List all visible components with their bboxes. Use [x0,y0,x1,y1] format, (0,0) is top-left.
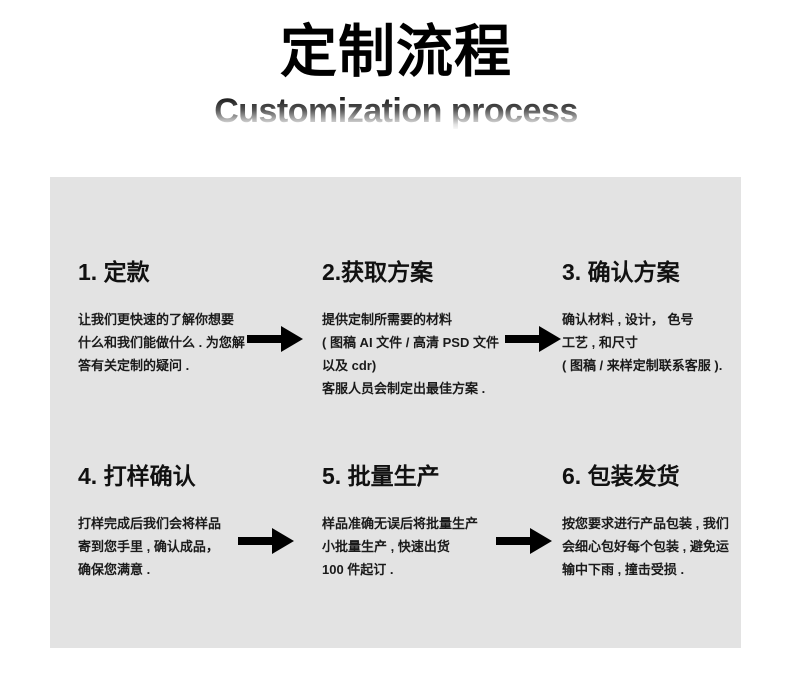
page-title: 定制流程 [280,20,512,84]
arrow-right-icon [505,326,561,352]
step-4-line-3: 确保您满意 . [78,562,151,577]
step-2-line-1: 提供定制所需要的材料 [322,312,453,327]
step-5-body: 样品准确无误后将批量生产 小批量生产 , 快速出货 100 件起订 . [322,512,547,581]
process-step-2: 2.获取方案 提供定制所需要的材料 ( 图稿 AI 文件 / 高清 PSD 文件… [322,258,547,400]
step-6-title: 6. 包装发货 [562,463,680,489]
step-3-line-3: ( 图稿 / 来样定制联系客服 ). [562,358,723,373]
process-step-6: 6. 包装发货 按您要求进行产品包装 , 我们 会细心包好每个包装 , 避免运 … [562,462,747,581]
arrow-right-icon [247,326,303,352]
process-panel [50,177,741,648]
step-2-line-4: 客服人员会制定出最佳方案 . [322,381,486,396]
step-5-line-2: 小批量生产 , 快速出货 [322,539,450,554]
step-1-line-2: 什么和我们能做什么 . 为您解 [78,335,245,350]
step-6-body: 按您要求进行产品包装 , 我们 会细心包好每个包装 , 避免运 输中下雨 , 撞… [562,512,747,581]
step-1-title: 1. 定款 [78,259,150,285]
step-3-body: 确认材料 , 设计， 色号 工艺 , 和尺寸 ( 图稿 / 来样定制联系客服 )… [562,308,747,377]
step-1-body: 让我们更快速的了解你想要 什么和我们能做什么 . 为您解 答有关定制的疑问 . [78,308,293,377]
step-6-line-2: 会细心包好每个包装 , 避免运 [562,539,729,554]
step-2-line-2: ( 图稿 AI 文件 / 高清 PSD 文件 [322,335,499,350]
step-4-line-1: 打样完成后我们会将样品 [78,516,222,531]
step-5-title: 5. 批量生产 [322,463,440,489]
process-step-1: 1. 定款 让我们更快速的了解你想要 什么和我们能做什么 . 为您解 答有关定制… [78,258,293,377]
step-1-line-3: 答有关定制的疑问 . [78,358,190,373]
process-step-5: 5. 批量生产 样品准确无误后将批量生产 小批量生产 , 快速出货 100 件起… [322,462,547,581]
step-3-title: 3. 确认方案 [562,259,680,285]
step-6-line-1: 按您要求进行产品包装 , 我们 [562,516,729,531]
step-2-line-3: 以及 cdr) [322,358,377,373]
step-6-line-3: 输中下雨 , 撞击受损 . [562,562,685,577]
process-step-4: 4. 打样确认 打样完成后我们会将样品 寄到您手里 , 确认成品， 确保您满意 … [78,462,293,581]
step-1-line-1: 让我们更快速的了解你想要 [78,312,235,327]
step-4-line-2: 寄到您手里 , 确认成品， [78,539,219,554]
arrow-right-icon [238,528,294,554]
step-5-line-3: 100 件起订 . [322,562,394,577]
step-4-body: 打样完成后我们会将样品 寄到您手里 , 确认成品， 确保您满意 . [78,512,293,581]
step-4-title: 4. 打样确认 [78,463,196,489]
process-step-3: 3. 确认方案 确认材料 , 设计， 色号 工艺 , 和尺寸 ( 图稿 / 来样… [562,258,747,377]
page-subtitle: Customization process [0,91,792,131]
step-3-line-1: 确认材料 , 设计， 色号 [562,312,694,327]
arrow-right-icon [496,528,552,554]
page-header: 定制流程 Customization process [0,0,792,150]
step-3-line-2: 工艺 , 和尺寸 [562,335,638,350]
step-5-line-1: 样品准确无误后将批量生产 [322,516,479,531]
step-2-title: 2.获取方案 [322,259,434,285]
step-2-body: 提供定制所需要的材料 ( 图稿 AI 文件 / 高清 PSD 文件 以及 cdr… [322,308,547,400]
